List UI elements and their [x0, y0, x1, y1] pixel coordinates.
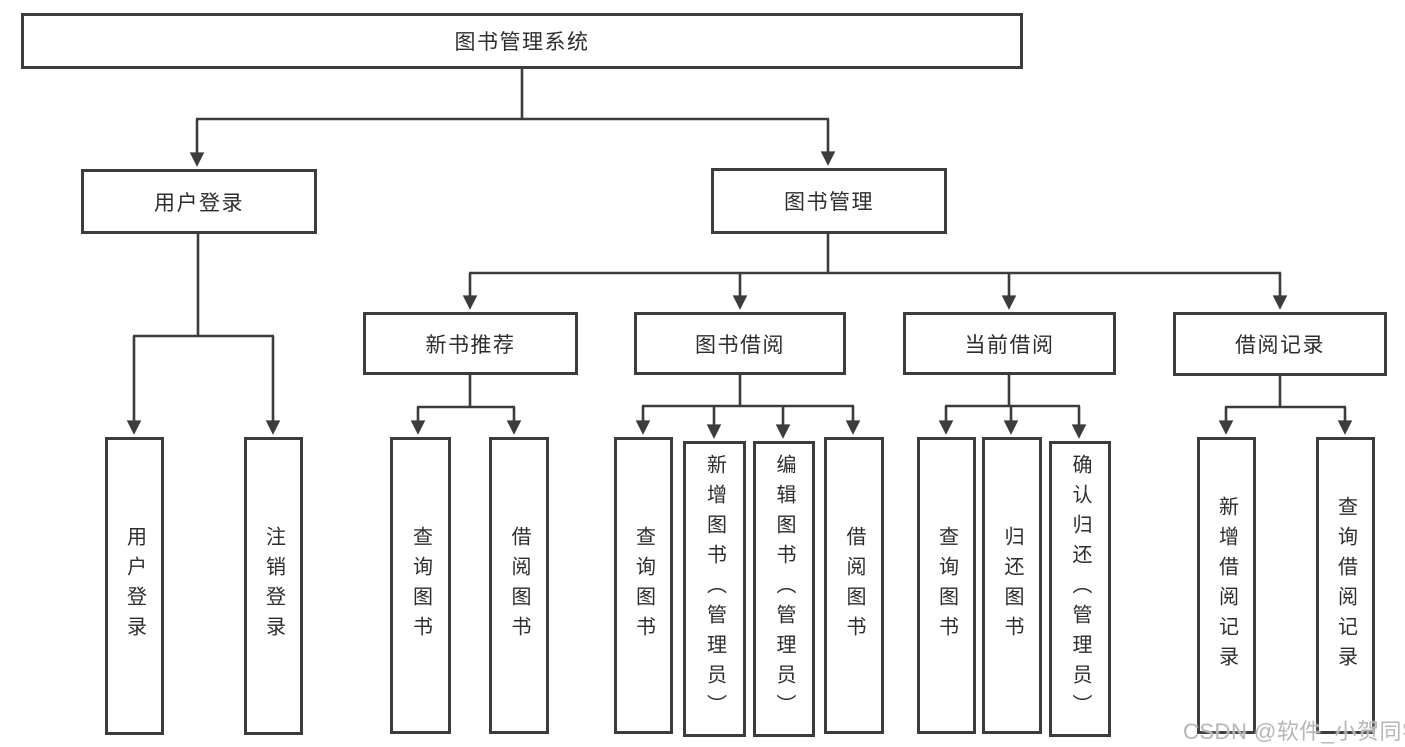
node-book-management: 图书管理 [711, 168, 947, 234]
node-label: 图书管理系统 [454, 31, 590, 54]
leaf-user-login: 用户登录 [105, 437, 164, 735]
leaf-label: 查询图书 [632, 525, 655, 646]
leaf-query-borrow-record: 查询借阅记录 [1316, 437, 1375, 734]
leaf-borrow-books-recommend: 借阅图书 [489, 437, 549, 734]
node-label: 借阅记录 [1235, 334, 1325, 357]
leaf-label: 借阅图书 [508, 525, 530, 646]
node-label: 新书推荐 [425, 333, 516, 357]
leaf-label: 新增图书（管理员） [703, 454, 726, 724]
leaf-return-book: 归还图书 [982, 437, 1042, 734]
leaf-label: 新增借阅记录 [1215, 495, 1238, 676]
leaf-query-books-recommend: 查询图书 [390, 437, 451, 734]
node-book-borrowing: 图书借阅 [634, 312, 846, 375]
csdn-watermark: CSDN @软件_小贺同学 [1183, 719, 1405, 744]
leaf-label: 查询借阅记录 [1334, 495, 1357, 676]
leaf-label: 查询图书 [935, 525, 958, 646]
leaf-query-books-current: 查询图书 [917, 437, 976, 734]
node-user-login: 用户登录 [81, 169, 317, 234]
leaf-label: 归还图书 [1001, 525, 1023, 646]
leaf-borrow-books-borrowing: 借阅图书 [824, 437, 884, 734]
node-root-library-system: 图书管理系统 [21, 13, 1023, 69]
node-label: 图书借阅 [695, 333, 785, 357]
leaf-confirm-return-admin: 确认归还（管理员） [1049, 441, 1111, 737]
node-label: 图书管理 [784, 191, 874, 214]
leaf-label: 注销登录 [262, 526, 285, 646]
leaf-label: 编辑图书（管理员） [773, 454, 795, 724]
leaf-logout: 注销登录 [244, 437, 303, 735]
leaf-edit-book-admin: 编辑图书（管理员） [753, 441, 815, 737]
leaf-label: 用户登录 [123, 526, 146, 646]
leaf-label: 查询图书 [409, 525, 432, 646]
leaf-label: 确认归还（管理员） [1069, 454, 1091, 724]
node-borrowing-records: 借阅记录 [1173, 312, 1387, 376]
node-label: 用户登录 [154, 191, 244, 215]
node-current-borrowing: 当前借阅 [903, 312, 1116, 375]
node-label: 当前借阅 [964, 333, 1055, 357]
leaf-add-book-admin: 新增图书（管理员） [683, 441, 746, 737]
leaf-label: 借阅图书 [843, 525, 865, 646]
leaf-add-borrow-record: 新增借阅记录 [1197, 437, 1256, 734]
node-new-book-recommend: 新书推荐 [363, 312, 578, 375]
leaf-query-books-borrowing: 查询图书 [614, 437, 673, 734]
